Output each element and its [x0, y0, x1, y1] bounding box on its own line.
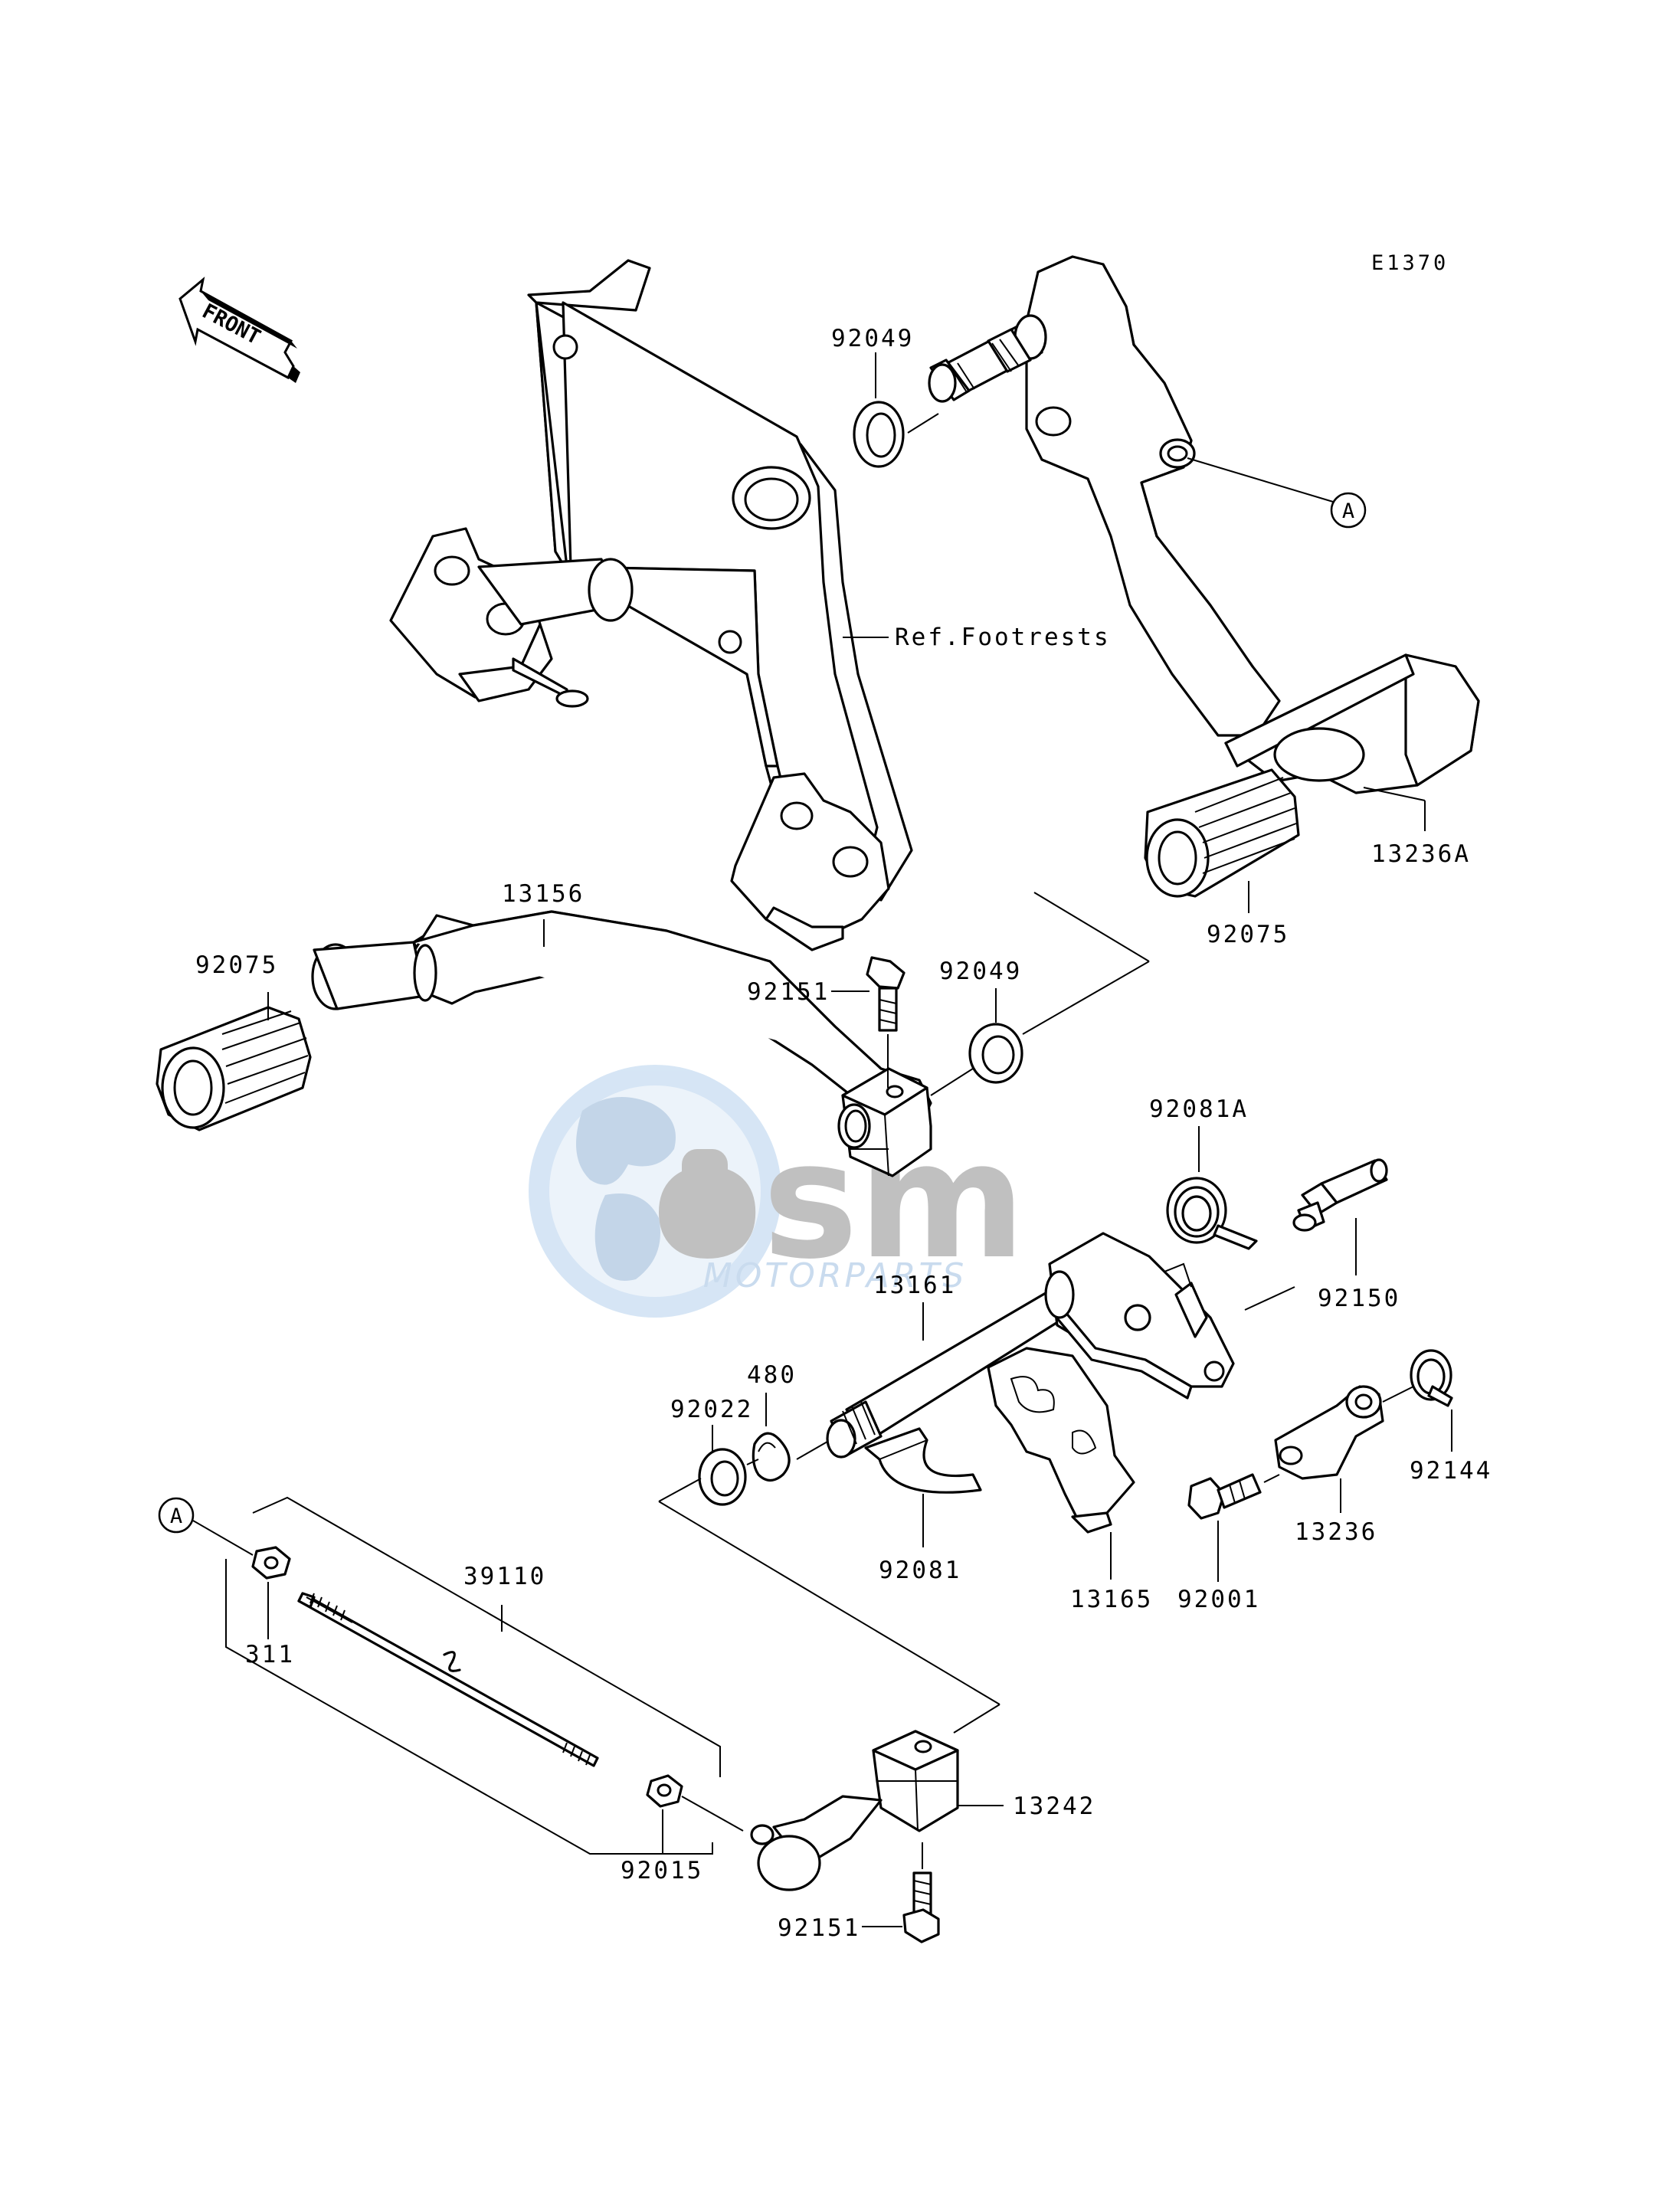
arm-13236 [1274, 1385, 1384, 1480]
nut-311 [251, 1546, 291, 1580]
label-92151-bottom: 92151 [778, 1914, 860, 1942]
label-13161: 13161 [873, 1272, 956, 1299]
label-92049-top: 92049 [831, 325, 914, 352]
front-arrow-icon: FRONT [178, 277, 300, 383]
label-13236: 13236 [1295, 1518, 1377, 1546]
label-13236A: 13236A [1371, 840, 1471, 868]
watermark-brand: osm [652, 1107, 1026, 1295]
label-92015: 92015 [621, 1857, 703, 1884]
circlip-480 [752, 1432, 791, 1482]
washer-92049-mid [968, 1023, 1023, 1084]
clip-92081 [864, 1427, 982, 1494]
bolt-92151-top [866, 956, 905, 1032]
label-13242: 13242 [1013, 1793, 1095, 1820]
spring-92081A [1166, 1177, 1258, 1250]
label-92081: 92081 [879, 1557, 961, 1584]
label-39110: 39110 [463, 1563, 546, 1590]
watermark: osm MOTORPARTS [529, 1065, 1026, 1318]
diagram-code: E1370 [1371, 251, 1449, 275]
label-311: 311 [245, 1641, 295, 1668]
label-92049-mid: 92049 [939, 958, 1022, 985]
plate-13165 [987, 1347, 1135, 1534]
callout-a-top: A [1330, 492, 1367, 529]
label-92022: 92022 [670, 1396, 753, 1423]
spring-92144 [1410, 1349, 1453, 1407]
label-92075-left: 92075 [195, 951, 278, 979]
washer-92049-top [853, 401, 905, 468]
label-92151-top: 92151 [747, 978, 830, 1006]
upper-pedal-13236A [928, 255, 1480, 898]
svg-text:A: A [1342, 499, 1354, 523]
label-92001: 92001 [1177, 1586, 1260, 1613]
bolt-92151-bottom [902, 1871, 940, 1943]
arm-13242 [750, 1730, 959, 1891]
label-92075-right: 92075 [1207, 921, 1289, 948]
label-480: 480 [747, 1361, 797, 1389]
label-92081A: 92081A [1149, 1095, 1249, 1123]
watermark-sub: MOTORPARTS [703, 1256, 968, 1295]
svg-text:A: A [170, 1505, 182, 1528]
shift-shaft-13161 [826, 1232, 1235, 1459]
label-92150: 92150 [1318, 1285, 1400, 1312]
label-13156: 13156 [502, 880, 585, 908]
nut-92015 [646, 1774, 683, 1808]
label-92144: 92144 [1410, 1457, 1492, 1485]
footrest-bracket [389, 259, 913, 951]
washer-92022 [698, 1448, 747, 1506]
bolt-92150 [1292, 1158, 1388, 1232]
callout-a-bottom: A [158, 1497, 195, 1534]
shift-lever-13156 [156, 910, 932, 1177]
watermark-globe [529, 1065, 781, 1318]
tie-rod-39110 [297, 1592, 599, 1767]
bolt-92001 [1187, 1473, 1262, 1520]
ref-footrests-label: Ref.Footrests [895, 624, 1111, 651]
label-13165: 13165 [1070, 1586, 1153, 1613]
